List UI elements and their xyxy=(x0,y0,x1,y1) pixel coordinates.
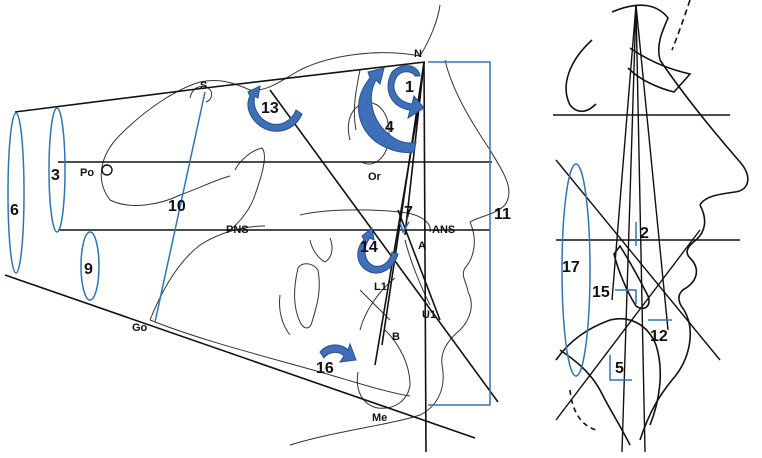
number-10: 10 xyxy=(168,198,186,215)
molar-root xyxy=(309,237,333,263)
ramus-outline xyxy=(149,225,266,321)
number-3: 3 xyxy=(51,167,60,184)
skull-posterior-outline xyxy=(100,134,231,206)
reference-lines xyxy=(4,61,499,453)
marker-5 xyxy=(609,355,632,381)
number-2: 2 xyxy=(640,225,649,242)
upper-lip-profile xyxy=(686,204,706,259)
label-ANS: ANS xyxy=(432,224,455,236)
number-15: 15 xyxy=(592,284,610,301)
nasal-soft-tissue xyxy=(444,59,510,223)
nose-profile xyxy=(659,59,749,206)
number-5: 5 xyxy=(615,360,624,377)
label-PNS: PNS xyxy=(226,224,249,236)
ans-marker xyxy=(399,221,410,234)
orbit-inner-outline xyxy=(353,69,361,131)
ellipse-6 xyxy=(7,112,25,274)
ellipse-9 xyxy=(80,231,100,301)
blue-measurements xyxy=(7,61,491,406)
sn-plane xyxy=(204,61,426,89)
lower-lip-profile xyxy=(678,257,698,311)
diagonal-line-a xyxy=(555,159,721,361)
profile-blue-measurements xyxy=(561,163,672,381)
landmark-labels: N S Po Or PNS ANS A L1 U1 B Go Me xyxy=(80,48,455,424)
lower-jaw-bone xyxy=(559,349,631,446)
label-Go: Go xyxy=(132,322,148,334)
number-1: 1 xyxy=(405,79,414,96)
number-12: 12 xyxy=(650,328,668,345)
profile-tracing xyxy=(555,0,749,446)
maxilla-outline xyxy=(299,209,431,233)
label-L1: L1 xyxy=(374,281,387,293)
n-vertical xyxy=(423,61,427,453)
ellipse-17 xyxy=(561,163,591,377)
forehead-profile xyxy=(611,4,669,61)
number-17: 17 xyxy=(562,259,580,276)
ellipse-3 xyxy=(48,107,66,233)
marker-15 xyxy=(615,289,637,304)
measurement-numbers: 1 4 13 3 6 10 9 7 11 14 16 xyxy=(10,79,511,377)
label-A: A xyxy=(418,240,426,252)
brow-outline xyxy=(627,47,692,93)
curved-arrows xyxy=(247,65,425,363)
upper-incisor xyxy=(404,239,431,306)
facial-line-4 xyxy=(611,4,637,301)
number-13: 13 xyxy=(261,100,279,117)
arrow-1 xyxy=(387,65,425,120)
facial-height-bracket xyxy=(428,61,491,406)
lower-molar xyxy=(279,294,291,336)
number-11: 11 xyxy=(494,206,511,223)
mandible-lower-border xyxy=(149,319,411,397)
facial-line-3 xyxy=(635,4,669,331)
number-14: 14 xyxy=(360,239,378,256)
diagonal-line-c xyxy=(555,229,701,421)
profile-numbers: 2 17 15 12 5 xyxy=(562,225,668,377)
dashed-top-curve xyxy=(671,0,691,51)
eye-outline xyxy=(565,39,597,113)
number-4: 4 xyxy=(385,119,394,136)
arrow-4 xyxy=(358,67,417,153)
mandibular-plane xyxy=(4,274,476,439)
dashed-inner-curve xyxy=(569,389,597,431)
sn-plane-left xyxy=(14,87,206,113)
occlusal-teeth xyxy=(359,289,391,321)
number-7: 7 xyxy=(404,204,413,221)
number-9: 9 xyxy=(84,261,93,278)
tooth-profile xyxy=(613,244,650,310)
arrow-16 xyxy=(319,342,357,363)
label-Me: Me xyxy=(372,412,387,424)
lip-upper xyxy=(462,221,475,293)
chin-soft-tissue xyxy=(289,364,444,446)
facial-line-1 xyxy=(621,4,637,453)
profile-lines xyxy=(553,4,740,453)
label-Po: Po xyxy=(80,167,94,179)
label-B: B xyxy=(392,331,400,343)
pterygoid-outline xyxy=(227,147,265,233)
arrow-14 xyxy=(357,227,399,274)
label-U1: U1 xyxy=(422,309,436,321)
porion-marker xyxy=(101,164,113,176)
s-go-line xyxy=(154,91,206,323)
mandible-symphysis xyxy=(356,329,411,409)
y-axis-line xyxy=(269,89,499,403)
mandible-profile xyxy=(555,318,662,426)
label-N: N xyxy=(414,48,422,60)
lip-lower xyxy=(441,291,472,366)
label-S: S xyxy=(200,80,207,92)
skull-tracing xyxy=(100,4,510,446)
chin-profile xyxy=(639,309,692,441)
number-6: 6 xyxy=(10,202,19,219)
arrow-13 xyxy=(247,85,303,132)
number-16: 16 xyxy=(316,360,334,377)
facial-line-2 xyxy=(635,4,646,453)
frontal-bone-outline xyxy=(419,4,441,57)
molar-tooth xyxy=(294,263,320,329)
label-Or: Or xyxy=(368,171,382,183)
